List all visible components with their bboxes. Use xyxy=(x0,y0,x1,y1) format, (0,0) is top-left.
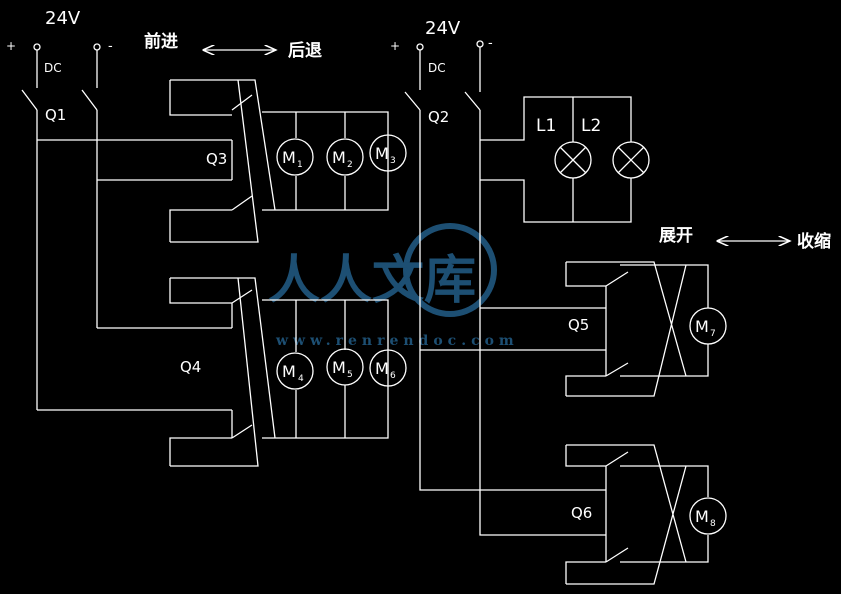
left-dc-label: DC xyxy=(44,61,62,75)
retract-label: 收缩 xyxy=(797,231,831,252)
m1-sub: 1 xyxy=(297,160,303,170)
m3-letter: M xyxy=(375,144,389,163)
left-minus-sign: - xyxy=(108,39,113,54)
right-supply: 24V + - DC Q2 xyxy=(390,18,606,536)
q5-label: Q5 xyxy=(568,316,589,334)
motor-m6 xyxy=(369,349,407,387)
left-supply: 24V + - DC Q1 xyxy=(6,8,113,410)
q4-block: Q4 M 4 M 5 M 6 xyxy=(37,277,407,467)
right-plus-sign: + xyxy=(390,39,400,53)
left-plus-terminal xyxy=(33,43,41,51)
forward-label: 前进 xyxy=(144,31,178,52)
watermark-url: www.renrendoc.com xyxy=(275,333,519,349)
motor-m4 xyxy=(276,352,314,390)
motor-m7 xyxy=(689,307,727,345)
m8-letter: M xyxy=(695,507,709,526)
motor-m8 xyxy=(689,497,727,535)
right-dc-label: DC xyxy=(428,61,446,75)
m7-letter: M xyxy=(695,317,709,336)
q3-label: Q3 xyxy=(206,150,227,168)
right-minus-terminal xyxy=(476,40,484,48)
watermark: 人人文库 www.renrendoc.com xyxy=(268,223,519,349)
l1-label: L1 xyxy=(536,116,556,136)
q4-label: Q4 xyxy=(180,358,201,376)
motor-m5 xyxy=(326,348,364,386)
left-minus-terminal xyxy=(93,43,101,51)
motor-m1 xyxy=(276,138,314,176)
q1-switch xyxy=(21,89,98,111)
watermark-text: 人人文库 xyxy=(268,250,476,311)
right-plus-terminal xyxy=(416,43,424,51)
m3-sub: 3 xyxy=(390,156,396,166)
q5-block: Q5 M 7 xyxy=(420,261,727,397)
m8-sub: 8 xyxy=(710,519,716,529)
l2-label: L2 xyxy=(581,116,601,136)
m2-letter: M xyxy=(332,148,346,167)
lamp-l1 xyxy=(554,141,592,179)
left-voltage-label: 24V xyxy=(45,8,81,29)
expand-label: 展开 xyxy=(659,226,693,246)
m6-letter: M xyxy=(375,359,389,378)
lamp-l2 xyxy=(612,141,650,179)
motor-m3 xyxy=(369,134,407,172)
m5-sub: 5 xyxy=(347,370,353,380)
right-minus-sign: - xyxy=(488,36,493,51)
q6-block: Q6 M 8 xyxy=(565,444,727,585)
m5-letter: M xyxy=(332,358,346,377)
q2-switch xyxy=(404,91,481,111)
m6-sub: 6 xyxy=(390,371,396,381)
lamp-block: L1 L2 xyxy=(480,96,650,223)
m4-sub: 4 xyxy=(298,374,304,384)
q6-label: Q6 xyxy=(571,504,592,522)
motor-m2 xyxy=(326,138,364,176)
right-voltage-label: 24V xyxy=(425,18,461,39)
q1-label: Q1 xyxy=(45,106,66,124)
q2-label: Q2 xyxy=(428,108,449,126)
backward-label: 后退 xyxy=(288,41,322,61)
m4-letter: M xyxy=(282,362,296,381)
q3-block: Q3 M 1 M 2 M 3 xyxy=(37,79,407,243)
m2-sub: 2 xyxy=(347,160,353,170)
left-plus-sign: + xyxy=(6,39,16,53)
m7-sub: 7 xyxy=(710,329,716,339)
m1-letter: M xyxy=(282,148,296,167)
